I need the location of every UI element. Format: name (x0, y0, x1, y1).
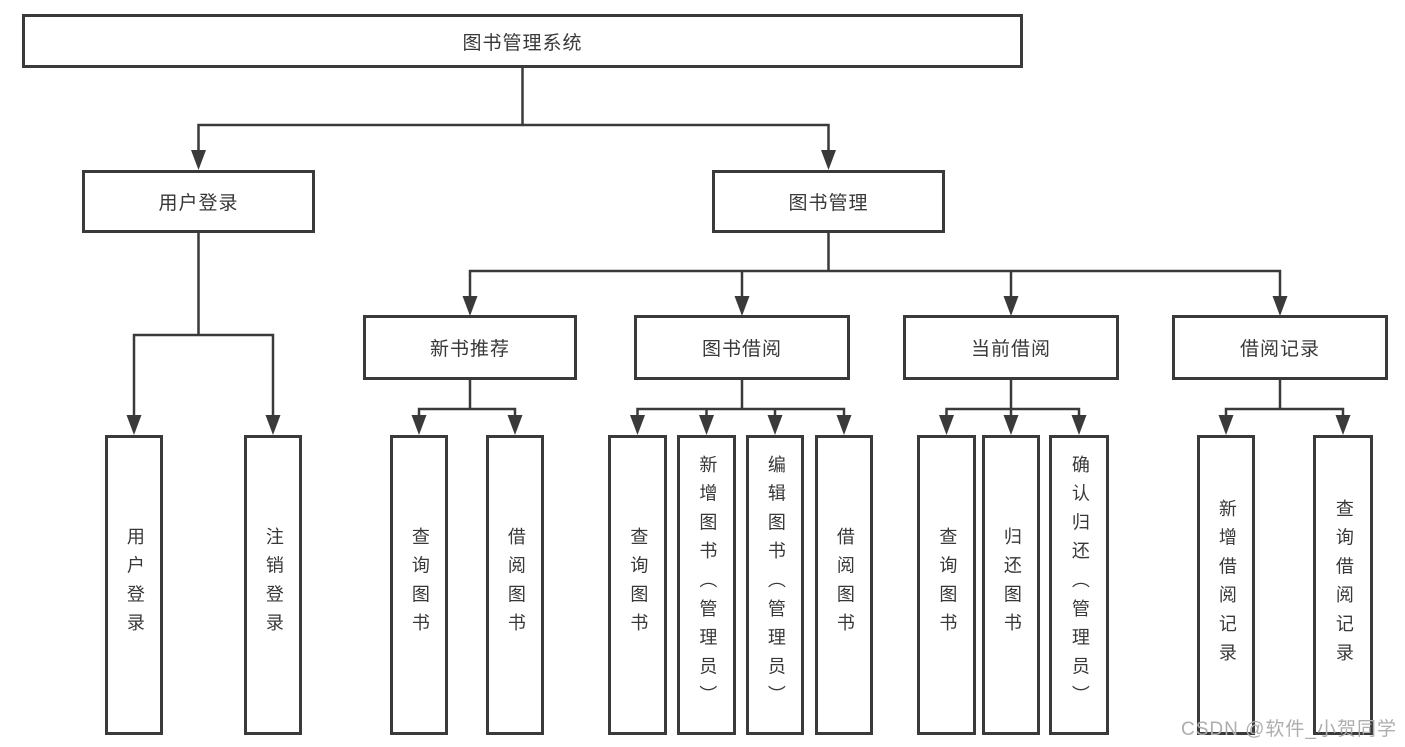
leaf-borrow-books-1: 借阅图书 (486, 435, 544, 735)
leaf-query-books-3-label: 查询图书 (937, 527, 958, 643)
node-borrowing-records: 借阅记录 (1172, 315, 1388, 380)
leaf-edit-books-admin-label: 编辑图书（管理员） (765, 455, 786, 715)
csdn-watermark: CSDN @软件_小贺同学 (1181, 719, 1397, 740)
leaf-borrow-books-1-label: 借阅图书 (505, 527, 526, 643)
arrowhead (1003, 296, 1019, 316)
leaf-confirm-return-admin: 确认归还（管理员） (1049, 435, 1109, 735)
arrowhead (191, 150, 206, 170)
leaf-borrow-books-2: 借阅图书 (815, 435, 873, 735)
arrowhead (699, 415, 714, 435)
leaf-logout-label: 注销登录 (263, 527, 284, 643)
arrowhead (836, 415, 852, 435)
leaf-add-borrow-record-label: 新增借阅记录 (1216, 498, 1237, 672)
node-new-book-recommend-label: 新书推荐 (429, 339, 510, 360)
leaf-user-login: 用户登录 (105, 435, 163, 735)
arrowhead (630, 415, 645, 435)
node-book-borrowing: 图书借阅 (634, 315, 850, 380)
leaf-query-borrow-record: 查询借阅记录 (1313, 435, 1373, 735)
leaf-edit-books-admin: 编辑图书（管理员） (746, 435, 804, 735)
node-book-management: 图书管理 (712, 170, 945, 233)
node-new-book-recommend: 新书推荐 (363, 315, 577, 380)
arrowhead (821, 150, 836, 170)
leaf-query-books-1: 查询图书 (390, 435, 448, 735)
connector-stems (132, 68, 1345, 419)
node-current-borrowing: 当前借阅 (903, 315, 1119, 380)
node-user-login-label: 用户登录 (158, 193, 239, 214)
leaf-query-borrow-record-label: 查询借阅记录 (1333, 498, 1354, 672)
leaf-add-books-admin-label: 新增图书（管理员） (697, 455, 718, 715)
leaf-query-books-2-label: 查询图书 (628, 527, 649, 643)
node-root: 图书管理系统 (22, 14, 1023, 68)
node-borrowing-records-label: 借阅记录 (1239, 339, 1320, 360)
leaf-user-login-label: 用户登录 (124, 527, 145, 643)
leaf-borrow-books-2-label: 借阅图书 (834, 527, 855, 643)
arrowhead (507, 415, 523, 435)
arrowhead (1003, 415, 1019, 435)
arrowhead (767, 415, 783, 435)
node-user-login: 用户登录 (82, 170, 315, 233)
arrowhead (1272, 296, 1288, 316)
leaf-add-books-admin: 新增图书（管理员） (677, 435, 736, 735)
leaf-confirm-return-admin-label: 确认归还（管理员） (1069, 455, 1090, 715)
leaf-query-books-1-label: 查询图书 (409, 527, 430, 643)
node-root-label: 图书管理系统 (462, 32, 583, 54)
arrowhead (734, 296, 750, 316)
arrowhead (126, 415, 142, 435)
node-book-borrowing-label: 图书借阅 (701, 339, 782, 360)
arrowhead (411, 415, 427, 435)
leaf-add-borrow-record: 新增借阅记录 (1197, 435, 1255, 735)
arrowhead (1218, 415, 1234, 435)
node-current-borrowing-label: 当前借阅 (970, 339, 1051, 360)
leaf-query-books-2: 查询图书 (608, 435, 667, 735)
arrowheads (126, 150, 1351, 435)
leaf-return-books: 归还图书 (982, 435, 1040, 735)
arrowhead (462, 296, 478, 316)
leaf-logout: 注销登录 (244, 435, 302, 735)
leaf-query-books-3: 查询图书 (917, 435, 976, 735)
arrowhead (1071, 415, 1087, 435)
arrowhead (1335, 415, 1351, 435)
arrowhead (265, 415, 281, 435)
leaf-return-books-label: 归还图书 (1001, 527, 1022, 643)
node-book-management-label: 图书管理 (788, 193, 869, 214)
arrowhead (939, 415, 954, 435)
